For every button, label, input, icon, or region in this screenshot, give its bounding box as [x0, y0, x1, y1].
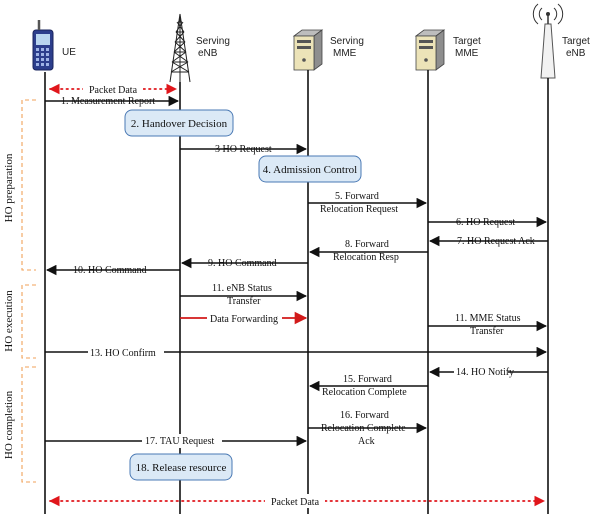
process-release-resource-label: 18. Release resource [136, 462, 227, 474]
data-forwarding-label: Data Forwarding [210, 314, 278, 325]
msg-5-label-2: Relocation Request [320, 204, 398, 215]
msg-16-label-2: Relocation Complete [321, 423, 406, 434]
msg-11-mme-label-2: Transfer [470, 326, 504, 337]
packet-data-bottom-label-bg [265, 494, 325, 508]
server-icon [414, 29, 446, 71]
phase-bracket-completion [21, 366, 36, 483]
entity-label-serving-mme-2: MME [333, 48, 357, 59]
msg-1-label: 1. Measurement Report [61, 96, 155, 107]
msg-5-label-1: 5. Forward [335, 191, 379, 202]
entity-label-serving-enb-2: eNB [198, 48, 218, 59]
entity-label-target-mme-2: MME [455, 48, 479, 59]
entity-label-serving-enb-1: Serving [196, 36, 230, 47]
server-icon [292, 29, 324, 71]
phase-label-execution: HO execution [3, 290, 15, 352]
msg-17-label: 17. TAU Request [145, 436, 215, 447]
process-admission-control [258, 155, 362, 183]
msg-14-label: 14. HO Notify [456, 367, 514, 378]
phase-label-preparation: HO preparation [3, 153, 15, 222]
packet-data-bottom-label: Packet Data [271, 497, 320, 508]
msg-17-label-bg [142, 434, 222, 448]
entity-label-target-mme-1: Target [453, 36, 481, 47]
msg-11-mme-label-1: 11. MME Status [455, 313, 521, 324]
process-handover-decision [124, 109, 234, 137]
msg-13-label-bg [88, 345, 164, 359]
cell-tower-icon [169, 13, 191, 83]
msg-9-label: 9. HO Command [208, 258, 277, 269]
antenna-icon [532, 3, 564, 79]
msg-8-label-1: 8. Forward [345, 239, 389, 250]
data-forwarding-label-bg [207, 311, 282, 325]
entity-label-target-enb-1: Target [562, 36, 590, 47]
msg-11-enb-label-2: Transfer [227, 296, 261, 307]
msg-6-label: 6. HO Request [456, 217, 515, 228]
msg-15-label-1: 15. Forward [343, 374, 392, 385]
phase-bracket-preparation [21, 99, 36, 271]
entity-label-ue: UE [62, 47, 76, 58]
packet-data-top-label: Packet Data [89, 85, 138, 96]
process-release-resource [129, 453, 233, 481]
msg-13-label: 13. HO Confirm [90, 348, 156, 359]
phase-label-completion: HO completion [3, 390, 15, 459]
msg-15-label-2: Relocation Complete [322, 387, 407, 398]
entity-label-serving-mme-1: Serving [330, 36, 364, 47]
packet-data-top-label-bg [83, 82, 143, 96]
msg-3-label: 3 HO Request [215, 144, 272, 155]
mobile-phone-icon [32, 20, 54, 71]
msg-16-label-1: 16. Forward [340, 410, 389, 421]
msg-8-label-2: Relocation Resp [333, 252, 399, 263]
process-admission-control-label: 4. Admission Control [263, 164, 357, 176]
msg-11-enb-label-1: 11. eNB Status [212, 283, 272, 294]
msg-7-label: 7. HO Request Ack [457, 236, 535, 247]
msg-14-label-bg [454, 365, 508, 379]
process-handover-decision-label: 2. Handover Decision [131, 118, 228, 130]
phase-bracket-execution [21, 284, 36, 359]
entity-label-target-enb-2: eNB [566, 48, 586, 59]
msg-10-label: 10. HO Command [73, 265, 147, 276]
msg-16-label-3: Ack [358, 436, 375, 447]
